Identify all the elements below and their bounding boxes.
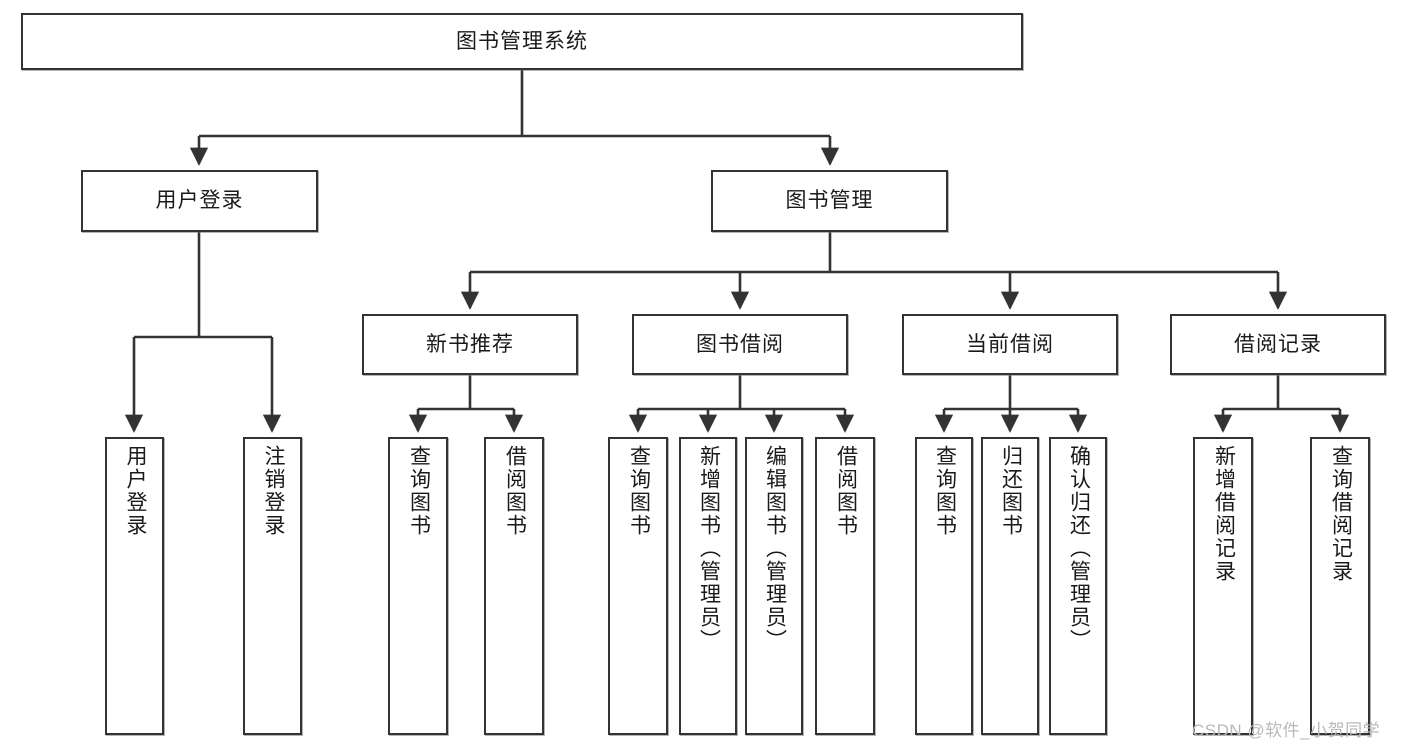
node-new-book-recommend-label: 新书推荐 [426,332,514,356]
node-leaf-borrow-book-2-label: 借阅图书 [834,445,858,537]
node-leaf-user-login-label: 用户登录 [123,445,147,537]
node-borrow-record[interactable]: 借阅记录 [1170,314,1386,375]
node-leaf-logout-label: 注销登录 [261,445,285,537]
node-leaf-user-login[interactable]: 用户登录 [105,437,164,735]
node-current-borrow-label: 当前借阅 [966,332,1054,356]
node-book-borrow-label: 图书借阅 [696,332,784,356]
node-leaf-add-borrow-record[interactable]: 新增借阅记录 [1193,437,1253,735]
node-leaf-query-borrow-record-label: 查询借阅记录 [1329,445,1353,583]
node-book-borrow[interactable]: 图书借阅 [632,314,848,375]
node-leaf-logout[interactable]: 注销登录 [243,437,302,735]
node-leaf-borrow-book-1-label: 借阅图书 [503,445,527,537]
node-root[interactable]: 图书管理系统 [21,13,1023,70]
node-user-login[interactable]: 用户登录 [81,170,318,232]
node-current-borrow[interactable]: 当前借阅 [902,314,1118,375]
node-leaf-confirm-return[interactable]: 确认归还（管理员） [1049,437,1107,735]
node-leaf-query-book-2-label: 查询图书 [627,445,651,537]
node-leaf-edit-book[interactable]: 编辑图书（管理员） [745,437,803,735]
node-borrow-record-label: 借阅记录 [1234,332,1322,356]
node-leaf-query-book-1-label: 查询图书 [407,445,431,537]
node-leaf-query-borrow-record[interactable]: 查询借阅记录 [1310,437,1370,735]
node-book-manage-label: 图书管理 [785,189,874,213]
node-leaf-add-borrow-record-label: 新增借阅记录 [1212,445,1236,583]
node-leaf-query-book-3[interactable]: 查询图书 [915,437,973,735]
node-root-label: 图书管理系统 [456,29,588,53]
node-user-login-label: 用户登录 [155,189,244,213]
node-new-book-recommend[interactable]: 新书推荐 [362,314,578,375]
node-leaf-edit-book-label: 编辑图书（管理员） [763,445,787,652]
node-leaf-borrow-book-2[interactable]: 借阅图书 [815,437,875,735]
node-leaf-confirm-return-label: 确认归还（管理员） [1067,445,1091,652]
node-leaf-add-book[interactable]: 新增图书（管理员） [679,437,737,735]
node-leaf-query-book-3-label: 查询图书 [933,445,957,537]
node-leaf-query-book-2[interactable]: 查询图书 [608,437,668,735]
csdn-watermark: CSDN @软件_小贺同学 [1192,721,1381,740]
node-book-manage[interactable]: 图书管理 [711,170,948,232]
node-leaf-return-book-label: 归还图书 [999,445,1023,537]
node-leaf-return-book[interactable]: 归还图书 [981,437,1039,735]
node-leaf-query-book-1[interactable]: 查询图书 [388,437,448,735]
node-leaf-add-book-label: 新增图书（管理员） [697,445,721,652]
node-leaf-borrow-book-1[interactable]: 借阅图书 [484,437,544,735]
